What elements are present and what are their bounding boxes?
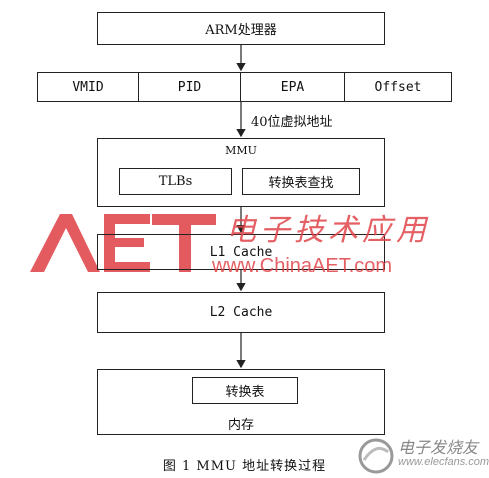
virtual-address-bar: VMID PID EPA Offset [37, 72, 452, 102]
memory-label: 内存 [227, 418, 254, 433]
figure-caption: 图 1 MMU 地址转换过程 [162, 459, 327, 474]
field-epa: EPA [241, 73, 345, 101]
page-table-label: 转换表 [225, 385, 265, 400]
field-offset: Offset [374, 79, 422, 95]
cpu-label: ARM处理器 [205, 23, 277, 38]
table-walk-box: 转换表查找 [242, 168, 360, 195]
memory-box: 转换表 内存 [97, 369, 385, 435]
table-walk-label: 转换表查找 [268, 176, 334, 191]
l2-cache-box: L2 Cache [97, 292, 385, 333]
page-table-box: 转换表 [192, 377, 298, 404]
l1-cache-box: L1 Cache [97, 234, 385, 270]
tlb-label: TLBs [158, 174, 193, 189]
watermark-site-url: www.ChinaAET.com [212, 255, 393, 277]
corner-watermark-url: www.elecfans.com [398, 456, 489, 468]
mmu-box: MMU TLBs 转换表查找 [97, 138, 385, 207]
corner-watermark-cn: 电子发烧友 [398, 438, 479, 457]
l2-cache-label: L2 Cache [209, 305, 273, 320]
mmu-title: MMU [225, 144, 257, 157]
tlb-box: TLBs [119, 168, 232, 195]
field-pid: PID [139, 73, 241, 101]
watermark-site-cn: 电子技术应用 [226, 213, 430, 248]
l1-cache-label: L1 Cache [209, 244, 273, 260]
virtual-address-label: 40位虚拟地址 [251, 115, 333, 130]
cpu-box: ARM处理器 [97, 12, 385, 45]
field-vmid: VMID [38, 73, 139, 101]
